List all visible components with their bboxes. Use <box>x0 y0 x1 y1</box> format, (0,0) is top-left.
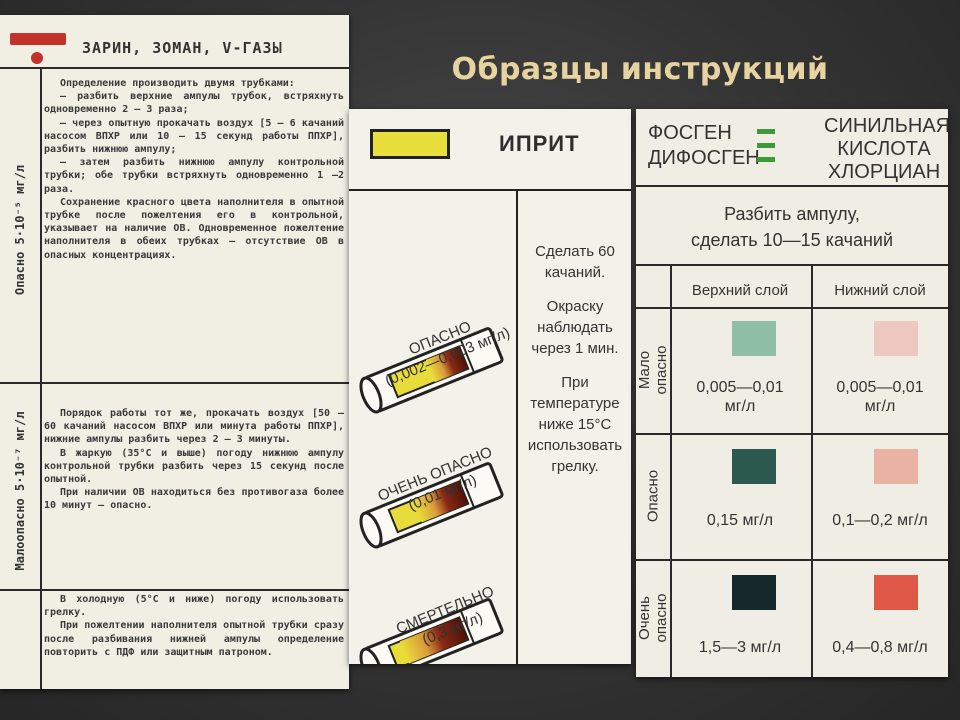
yperite-instruction-1: Сделать 60 качаний. <box>535 243 615 281</box>
row-2-upper-swatch <box>732 449 776 484</box>
phosgene-label-column-line <box>670 264 672 677</box>
phosgene-instruction: Разбить ампулу, сделать 10—15 качаний <box>636 201 948 253</box>
green-marker-bar-1 <box>757 129 775 134</box>
yperite-instruction-3: При температуре ниже 15°С использовать г… <box>527 374 623 475</box>
slide-title: Образцы инструкций <box>451 52 829 87</box>
sarin-s2-p1: Порядок работы тот же, прокачать воздух … <box>44 408 344 446</box>
sarin-s1-p2: — разбить верхние ампулы трубок, встряхн… <box>44 91 344 116</box>
sarin-section-2-text: Порядок работы тот же, прокачать воздух … <box>44 407 344 513</box>
sarin-s1-p4: — затем разбить нижнюю ампулу контрольно… <box>44 157 344 195</box>
tube-1-icon <box>359 327 504 414</box>
yperite-instruction-card: ИПРИТ <box>349 109 631 664</box>
yperite-header: ИПРИТ <box>349 109 631 191</box>
tube-2-icon <box>359 462 504 549</box>
yperite-title: ИПРИТ <box>499 131 580 156</box>
row-1-label-line-2: опасно <box>653 345 670 395</box>
row-3-label-line-1: Очень <box>636 596 653 640</box>
row-2-lower-swatch <box>874 449 918 484</box>
yperite-color-marker <box>370 129 450 159</box>
column-header-lower: Нижний слой <box>834 282 926 299</box>
agent-cyanogen-chloride: ХЛОРЦИАН <box>827 161 941 183</box>
sarin-color-marker <box>10 33 66 45</box>
sarin-section-3-text: В холодную (5°C и ниже) погоду использов… <box>44 593 344 659</box>
row-2-label-line-1: Опасно <box>644 469 662 523</box>
phosgene-table-top <box>636 264 948 266</box>
phosgene-instruction-line-1: Разбить ампулу, <box>724 204 860 224</box>
green-marker-bar-3 <box>757 157 775 162</box>
green-marker-bar-2 <box>757 143 775 148</box>
row-3-lower-value: 0,4—0,8 мг/л <box>832 639 928 656</box>
sarin-title: ЗАРИН, ЗОМАН, V-ГАЗЫ <box>82 39 283 57</box>
agent-hydrocyanic: СИНИЛЬНАЯ <box>824 115 948 137</box>
sarin-section-1-label: Опасно 5·10⁻⁵ мг/л <box>13 164 27 296</box>
sarin-s1-p5: Сохранение красного цвета наполнителя в … <box>44 196 344 261</box>
row-1-upper-value-line-1: 0,005—0,01 <box>696 379 784 396</box>
phosgene-row-1-bottom <box>636 433 948 435</box>
phosgene-header-row-bottom <box>636 307 948 309</box>
row-1-upper-swatch <box>732 321 776 356</box>
row-1-lower-value-line-1: 0,005—0,01 <box>836 379 924 396</box>
phosgene-header-divider <box>636 185 948 187</box>
yperite-instructions: Сделать 60 качаний. Окраску наблюдать че… <box>519 241 631 490</box>
row-2-upper-value: 0,15 мг/л <box>706 512 774 529</box>
row-1-label-line-1: Мало <box>636 350 653 390</box>
row-1-upper-value-line-2: мг/л <box>724 398 756 415</box>
agents-right: СИНИЛЬНАЯ КИСЛОТА ХЛОРЦИАН <box>824 115 948 184</box>
sarin-s1-p3: — через опытную прокачать воздух [5 — 6 … <box>44 117 344 156</box>
row-2-lower-value: 0,1—0,2 мг/л <box>832 512 928 529</box>
sarin-s3-p2: При пожелтении наполнителя опытной трубк… <box>44 620 344 658</box>
yperite-instruction-2: Окраску наблюдать через 1 мин. <box>531 298 619 357</box>
tube-3-icon <box>359 598 504 664</box>
sarin-s2-p3: При наличии ОВ находиться без противогаз… <box>44 487 344 512</box>
indicator-tubes-graphic <box>359 327 504 664</box>
agent-phosgene: ФОСГЕН <box>648 122 732 144</box>
sarin-section-1-text: Определение производить двумя трубками: … <box>44 77 344 262</box>
sarin-divider-2 <box>0 589 349 591</box>
sarin-instruction-card: ЗАРИН, ЗОМАН, V-ГАЗЫ Опасно 5·10⁻⁵ мг/л … <box>0 15 349 689</box>
sarin-divider-1 <box>0 382 349 384</box>
row-1-lower-swatch <box>874 321 918 356</box>
sarin-section-2-label: Малоопасно 5·10⁻⁷ мг/л <box>13 411 27 571</box>
sarin-s3-p1: В холодную (5°C и ниже) погоду использов… <box>44 594 344 619</box>
sarin-label-column <box>0 69 42 689</box>
column-header-upper: Верхний слой <box>691 282 789 299</box>
phosgene-instruction-line-2: сделать 10—15 качаний <box>690 230 894 250</box>
phosgene-middle-column-line <box>811 264 813 677</box>
sarin-header: ЗАРИН, ЗОМАН, V-ГАЗЫ <box>0 15 349 69</box>
row-3-label: Очень опасно <box>636 594 670 643</box>
row-3-upper-swatch <box>732 575 776 610</box>
row-3-label-line-2: опасно <box>653 593 670 643</box>
sarin-s1-p1: Определение производить двумя трубками: <box>60 78 295 89</box>
sarin-s2-p2: В жаркую (35°C и выше) погоду нижнюю амп… <box>44 447 344 486</box>
row-1-label: Мало опасно <box>636 346 670 395</box>
sarin-dot-marker <box>31 52 43 64</box>
phosgene-instruction-card: ФОСГЕН ДИФОСГЕН СИНИЛЬНАЯ КИСЛОТА ХЛОРЦИ… <box>636 109 948 677</box>
row-1-upper-value: 0,005—0,01 мг/л <box>676 378 804 416</box>
yperite-divider <box>516 191 518 664</box>
agent-acid: КИСЛОТА <box>837 138 931 160</box>
agents-left: ФОСГЕН ДИФОСГЕН <box>648 121 760 171</box>
phosgene-row-2-bottom <box>636 559 948 561</box>
row-2-label: Опасно <box>645 470 662 522</box>
row-3-lower-swatch <box>874 575 918 610</box>
row-1-lower-value-line-2: мг/л <box>864 398 896 415</box>
row-1-lower-value: 0,005—0,01 мг/л <box>816 378 944 416</box>
row-3-upper-value: 1,5—3 мг/л <box>698 639 782 656</box>
agent-diphosgene: ДИФОСГЕН <box>648 147 760 169</box>
